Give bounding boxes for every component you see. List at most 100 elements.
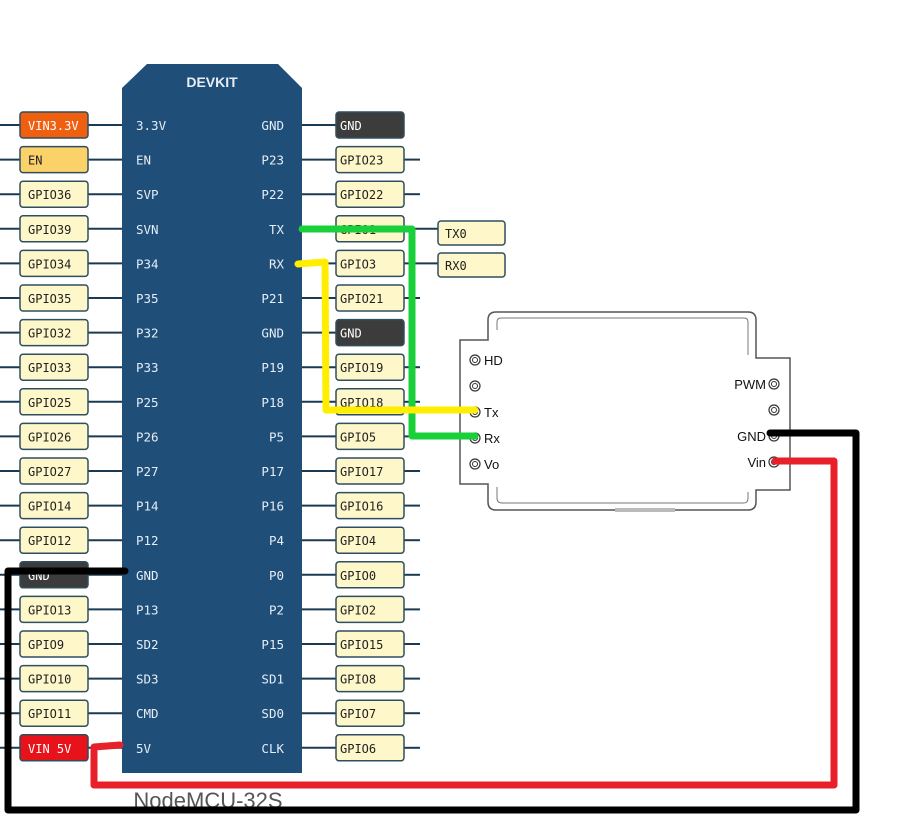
pin-name: RX xyxy=(269,256,285,271)
gpio-label-box xyxy=(19,699,89,727)
gpio-label-box xyxy=(19,595,89,624)
gpio-label-box xyxy=(335,249,405,278)
gpio-label-box xyxy=(19,388,89,416)
sensor-pin-label: PWM xyxy=(734,377,766,392)
gpio-label: GPIO5 xyxy=(340,430,376,444)
gpio-label: GPIO14 xyxy=(28,500,71,514)
sensor-pin-icon xyxy=(469,380,481,392)
board-body xyxy=(122,64,302,773)
pin-name: P19 xyxy=(261,360,284,375)
gpio-label-box xyxy=(19,111,89,139)
sensor-pin-icon xyxy=(768,378,780,390)
gpio-label: VIN3.3V xyxy=(28,119,79,133)
sensor-pin-label: Vin xyxy=(747,455,766,470)
sensor-pin-label: GND xyxy=(737,429,766,444)
gpio-label-box xyxy=(19,284,89,312)
pin-name: CMD xyxy=(136,706,159,721)
wire-tx xyxy=(298,225,479,440)
pin-name: 5V xyxy=(136,741,152,756)
pin-name: P35 xyxy=(136,291,159,306)
gpio-label-box xyxy=(19,734,89,762)
gpio-label: GPIO10 xyxy=(28,673,71,687)
gpio-label: GPIO0 xyxy=(340,569,376,583)
gpio-label: GPIO17 xyxy=(340,465,383,479)
pin-name: P21 xyxy=(261,291,284,306)
sensor-pin-inner xyxy=(472,383,478,389)
gpio-label: GPIO25 xyxy=(28,396,71,410)
pin-name: GND xyxy=(261,118,284,133)
gpio-label: GPIO19 xyxy=(340,361,383,375)
gpio-label: GPIO36 xyxy=(28,188,71,202)
pin-name: SD2 xyxy=(136,637,159,652)
gpio-label-box xyxy=(335,664,405,693)
gpio-label: GPIO6 xyxy=(340,742,376,756)
gpio-label: GPIO16 xyxy=(340,500,383,514)
gpio-label-box xyxy=(335,457,405,485)
gpio-label: GPIO27 xyxy=(28,465,71,479)
gpio-label: GPIO2 xyxy=(340,603,376,617)
gpio-label-box xyxy=(335,699,405,727)
pin-name: SVP xyxy=(136,187,159,202)
gpio-label: EN xyxy=(28,154,42,168)
gpio-label: GPIO32 xyxy=(28,327,71,341)
sensor-outline xyxy=(459,311,791,511)
uart-label-box xyxy=(437,220,506,246)
gpio-label-box xyxy=(19,145,89,174)
gpio-label-box xyxy=(19,215,89,243)
gpio-label-box xyxy=(19,526,89,554)
pin-name: EN xyxy=(136,153,151,168)
wires xyxy=(4,225,860,814)
board-title: DEVKIT xyxy=(186,74,238,90)
pin-name: P16 xyxy=(261,499,284,514)
sensor-pin-inner xyxy=(472,461,478,467)
gpio-label-box xyxy=(335,491,405,520)
pin-name: P18 xyxy=(261,395,284,410)
gpio-label: GPIO23 xyxy=(340,154,383,168)
pin-name: SVN xyxy=(136,222,159,237)
gpio-label-box xyxy=(19,630,89,658)
gpio-label: GPIO13 xyxy=(28,603,71,617)
sensor-pin-label: Tx xyxy=(484,405,499,420)
pin-name: TX xyxy=(269,222,285,237)
gpio-label-box xyxy=(335,180,405,208)
sensor-pin-inner xyxy=(472,357,478,363)
pin-name: GND xyxy=(136,568,159,583)
pin-name: P12 xyxy=(136,533,159,548)
gpio-label-box xyxy=(335,284,405,312)
gpio-label-box xyxy=(19,491,89,520)
sensor-pin-icon xyxy=(768,404,780,416)
gpio-label-box xyxy=(335,734,405,762)
pin-name: P13 xyxy=(136,602,159,617)
pin-name: SD0 xyxy=(261,706,284,721)
pin-name: P32 xyxy=(136,326,159,341)
gpio-label-box xyxy=(19,457,89,485)
pin-name: P14 xyxy=(136,499,159,514)
pin-name: SD3 xyxy=(136,672,159,687)
gpio-label-box xyxy=(335,526,405,554)
pin-name: GND xyxy=(261,326,284,341)
pin-name: P4 xyxy=(269,533,284,548)
pin-name: P27 xyxy=(136,464,159,479)
sensor-pin-label: Vo xyxy=(484,457,499,472)
wire-rx xyxy=(294,258,479,414)
gpio-label: GPIO34 xyxy=(28,257,71,271)
gpio-label: GPIO18 xyxy=(340,396,383,410)
pin-name: P17 xyxy=(261,464,284,479)
pin-name: P26 xyxy=(136,429,159,444)
gpio-label: GPIO3 xyxy=(340,257,376,271)
sensor-pin-inner xyxy=(771,407,777,413)
gpio-label: GND xyxy=(340,119,362,133)
sensor-pin-label: Rx xyxy=(484,431,500,446)
pin-name: P5 xyxy=(269,429,284,444)
gpio-label: GPIO9 xyxy=(28,638,64,652)
gpio-label-box xyxy=(335,353,405,381)
pin-name: P15 xyxy=(261,637,284,652)
gpio-label-box xyxy=(19,249,89,278)
gpio-label-box xyxy=(335,145,405,174)
gpio-label: GPIO11 xyxy=(28,707,71,721)
gpio-label: GPIO7 xyxy=(340,707,376,721)
pin-name: SD1 xyxy=(261,672,284,687)
sensor-pin-inner xyxy=(771,381,777,387)
